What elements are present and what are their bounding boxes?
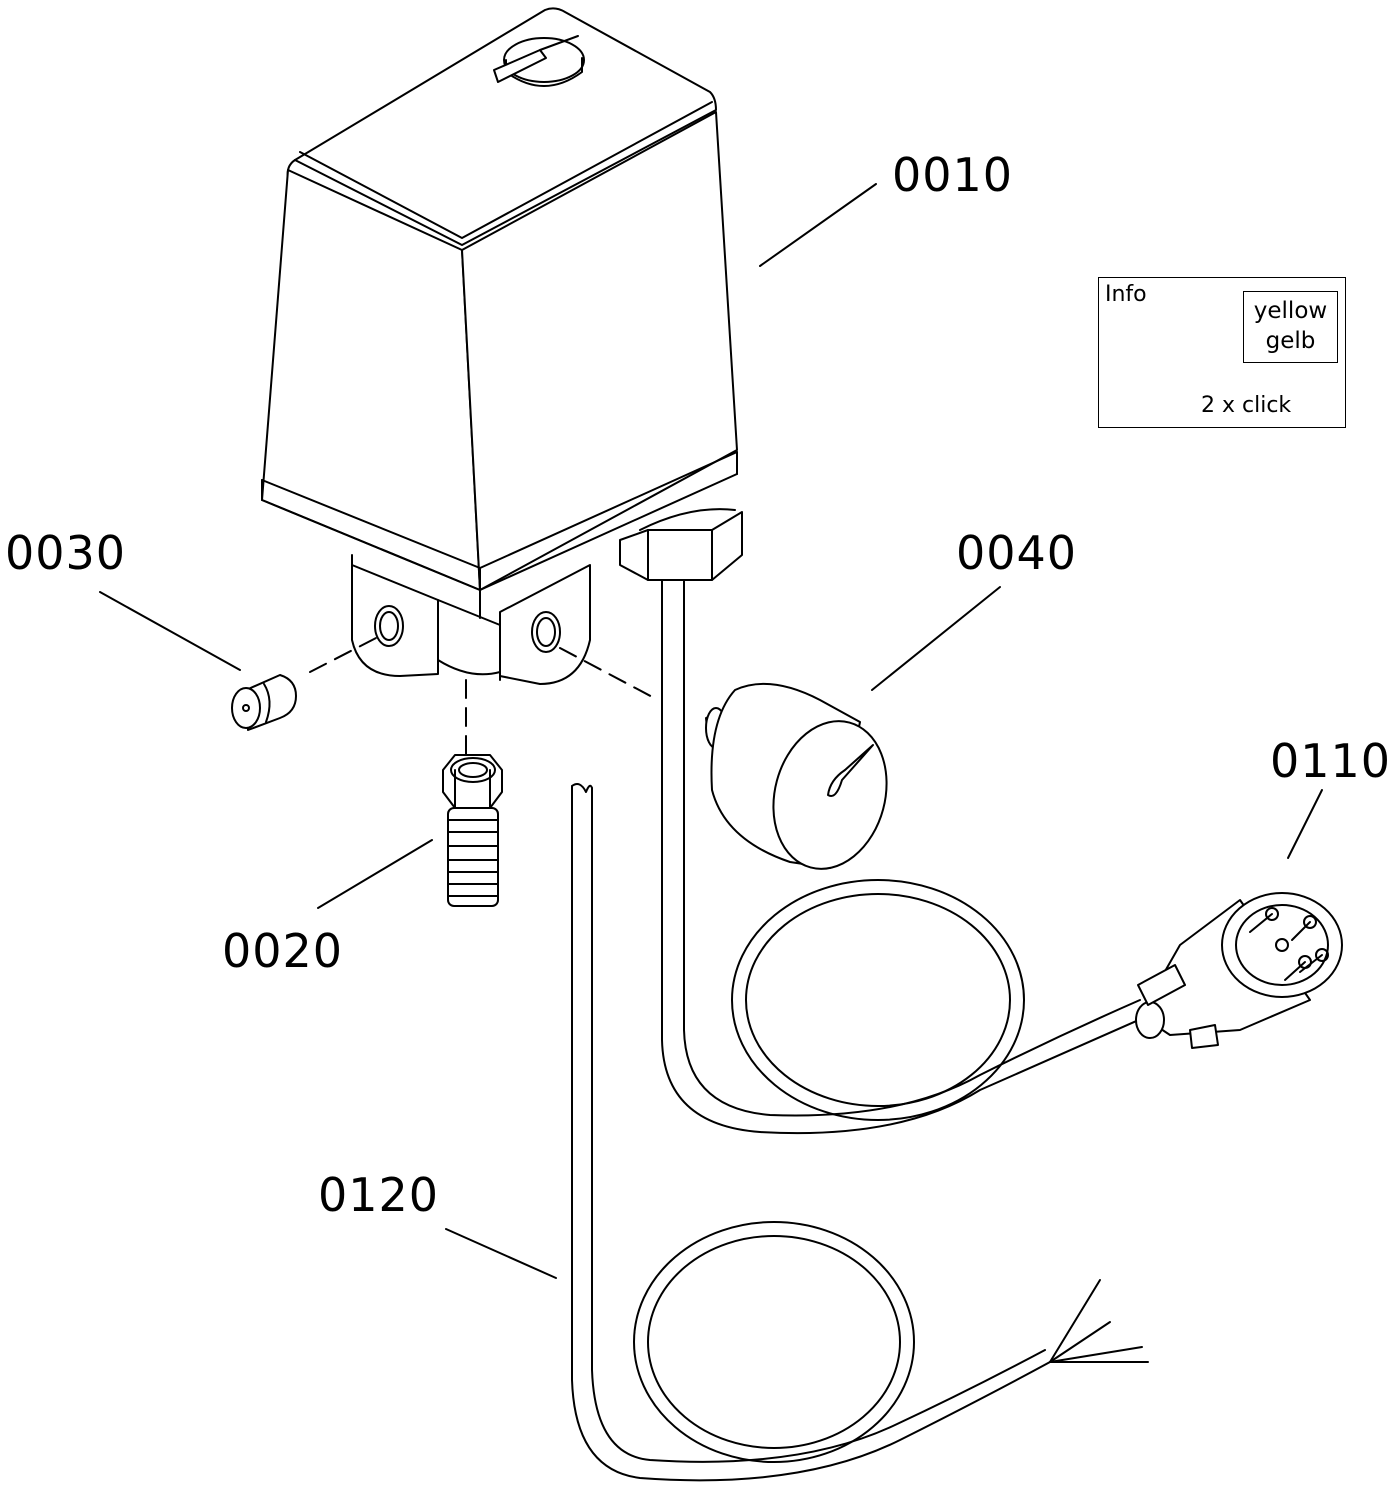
double-click-hint: 2 x click <box>1201 393 1292 418</box>
part-label-0030[interactable]: 0030 <box>5 526 127 580</box>
plug-connector[interactable] <box>1135 892 1343 1049</box>
color-swatch-label: yellow gelb <box>1243 291 1338 363</box>
pressure-switch-housing[interactable] <box>261 7 738 619</box>
color-name-en: yellow <box>1253 298 1328 324</box>
cable-gland-nut <box>619 508 743 581</box>
screw-fitting[interactable] <box>442 754 503 907</box>
info-box[interactable]: Info yellow gelb 2 x click <box>1098 277 1346 428</box>
part-label-0110[interactable]: 0110 <box>1270 734 1388 788</box>
part-label-0020[interactable]: 0020 <box>222 924 344 978</box>
cable-0120 <box>571 783 1149 1482</box>
info-title: Info <box>1105 282 1147 307</box>
cable-0110 <box>661 579 1151 1135</box>
pressure-gauge[interactable] <box>705 682 903 882</box>
color-name-de: gelb <box>1265 328 1316 354</box>
mounting-bosses <box>351 554 591 685</box>
leader-lines <box>99 183 1323 1279</box>
part-label-0120[interactable]: 0120 <box>318 1168 440 1222</box>
part-label-0040[interactable]: 0040 <box>956 526 1078 580</box>
sealing-plug[interactable] <box>231 674 297 731</box>
explosion-lines <box>309 637 659 759</box>
part-label-0010[interactable]: 0010 <box>892 148 1014 202</box>
